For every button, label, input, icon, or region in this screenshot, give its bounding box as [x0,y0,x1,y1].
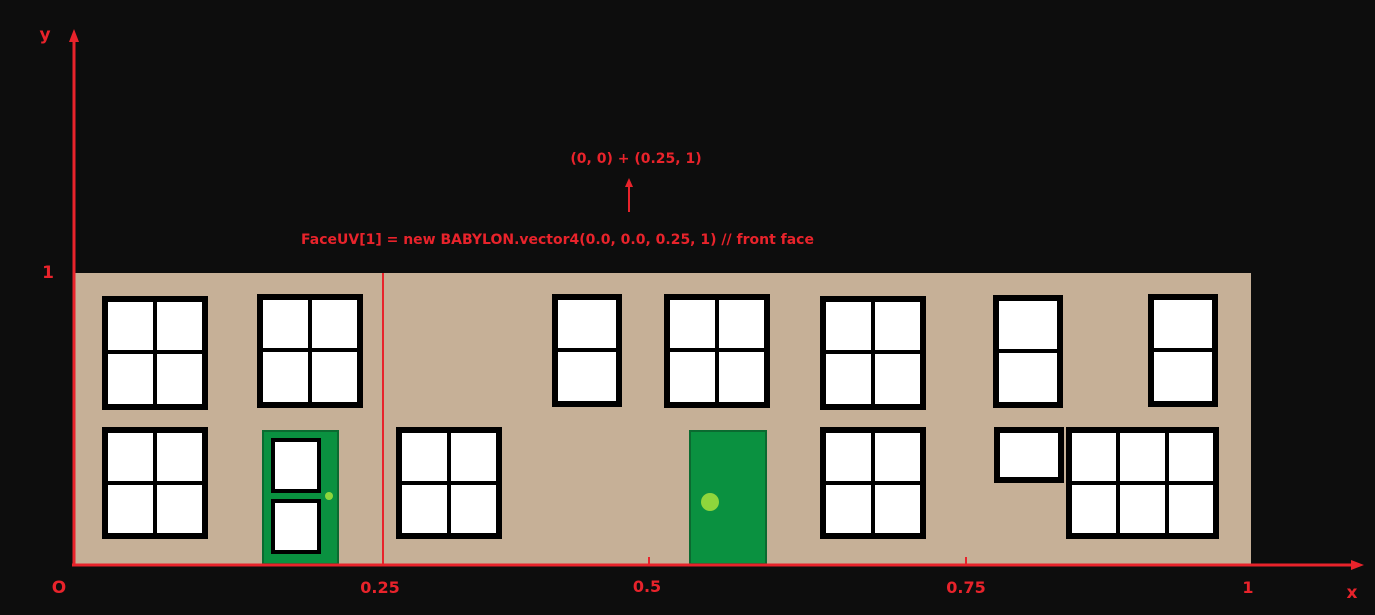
window-upper-4 [664,294,770,408]
origin-label: O [52,578,66,598]
x-axis [72,560,1364,570]
window-lower-1 [102,427,208,539]
window-upper-1 [102,296,208,410]
window-lower-2 [396,427,502,539]
door-knob [325,492,333,500]
window-upper-2 [257,294,363,408]
tick-label-075: 0.75 [946,578,985,597]
door-left [262,430,339,565]
code-annotation: FaceUV[1] = new BABYLON.vector4(0.0, 0.0… [301,232,814,248]
window-lower-4 [994,427,1064,483]
y-axis-label: y [39,25,50,45]
y-one-label: 1 [42,263,54,283]
tick-label-1: 1 [1242,578,1253,597]
window-upper-5 [820,296,926,410]
window-lower-5 [1066,427,1219,539]
window-upper-7 [1148,294,1218,407]
window-upper-6 [993,295,1063,408]
tick-label-025: 0.25 [360,578,399,597]
tick-label-05: 0.5 [633,577,661,596]
window-lower-3 [820,427,926,539]
y-axis [69,29,79,565]
door-knob [701,493,719,511]
up-arrow [625,178,633,212]
window-upper-3 [552,294,622,407]
uv-sum-label: (0, 0) + (0.25, 1) [570,151,701,167]
x-axis-label: x [1347,583,1358,603]
door-middle [689,430,767,565]
